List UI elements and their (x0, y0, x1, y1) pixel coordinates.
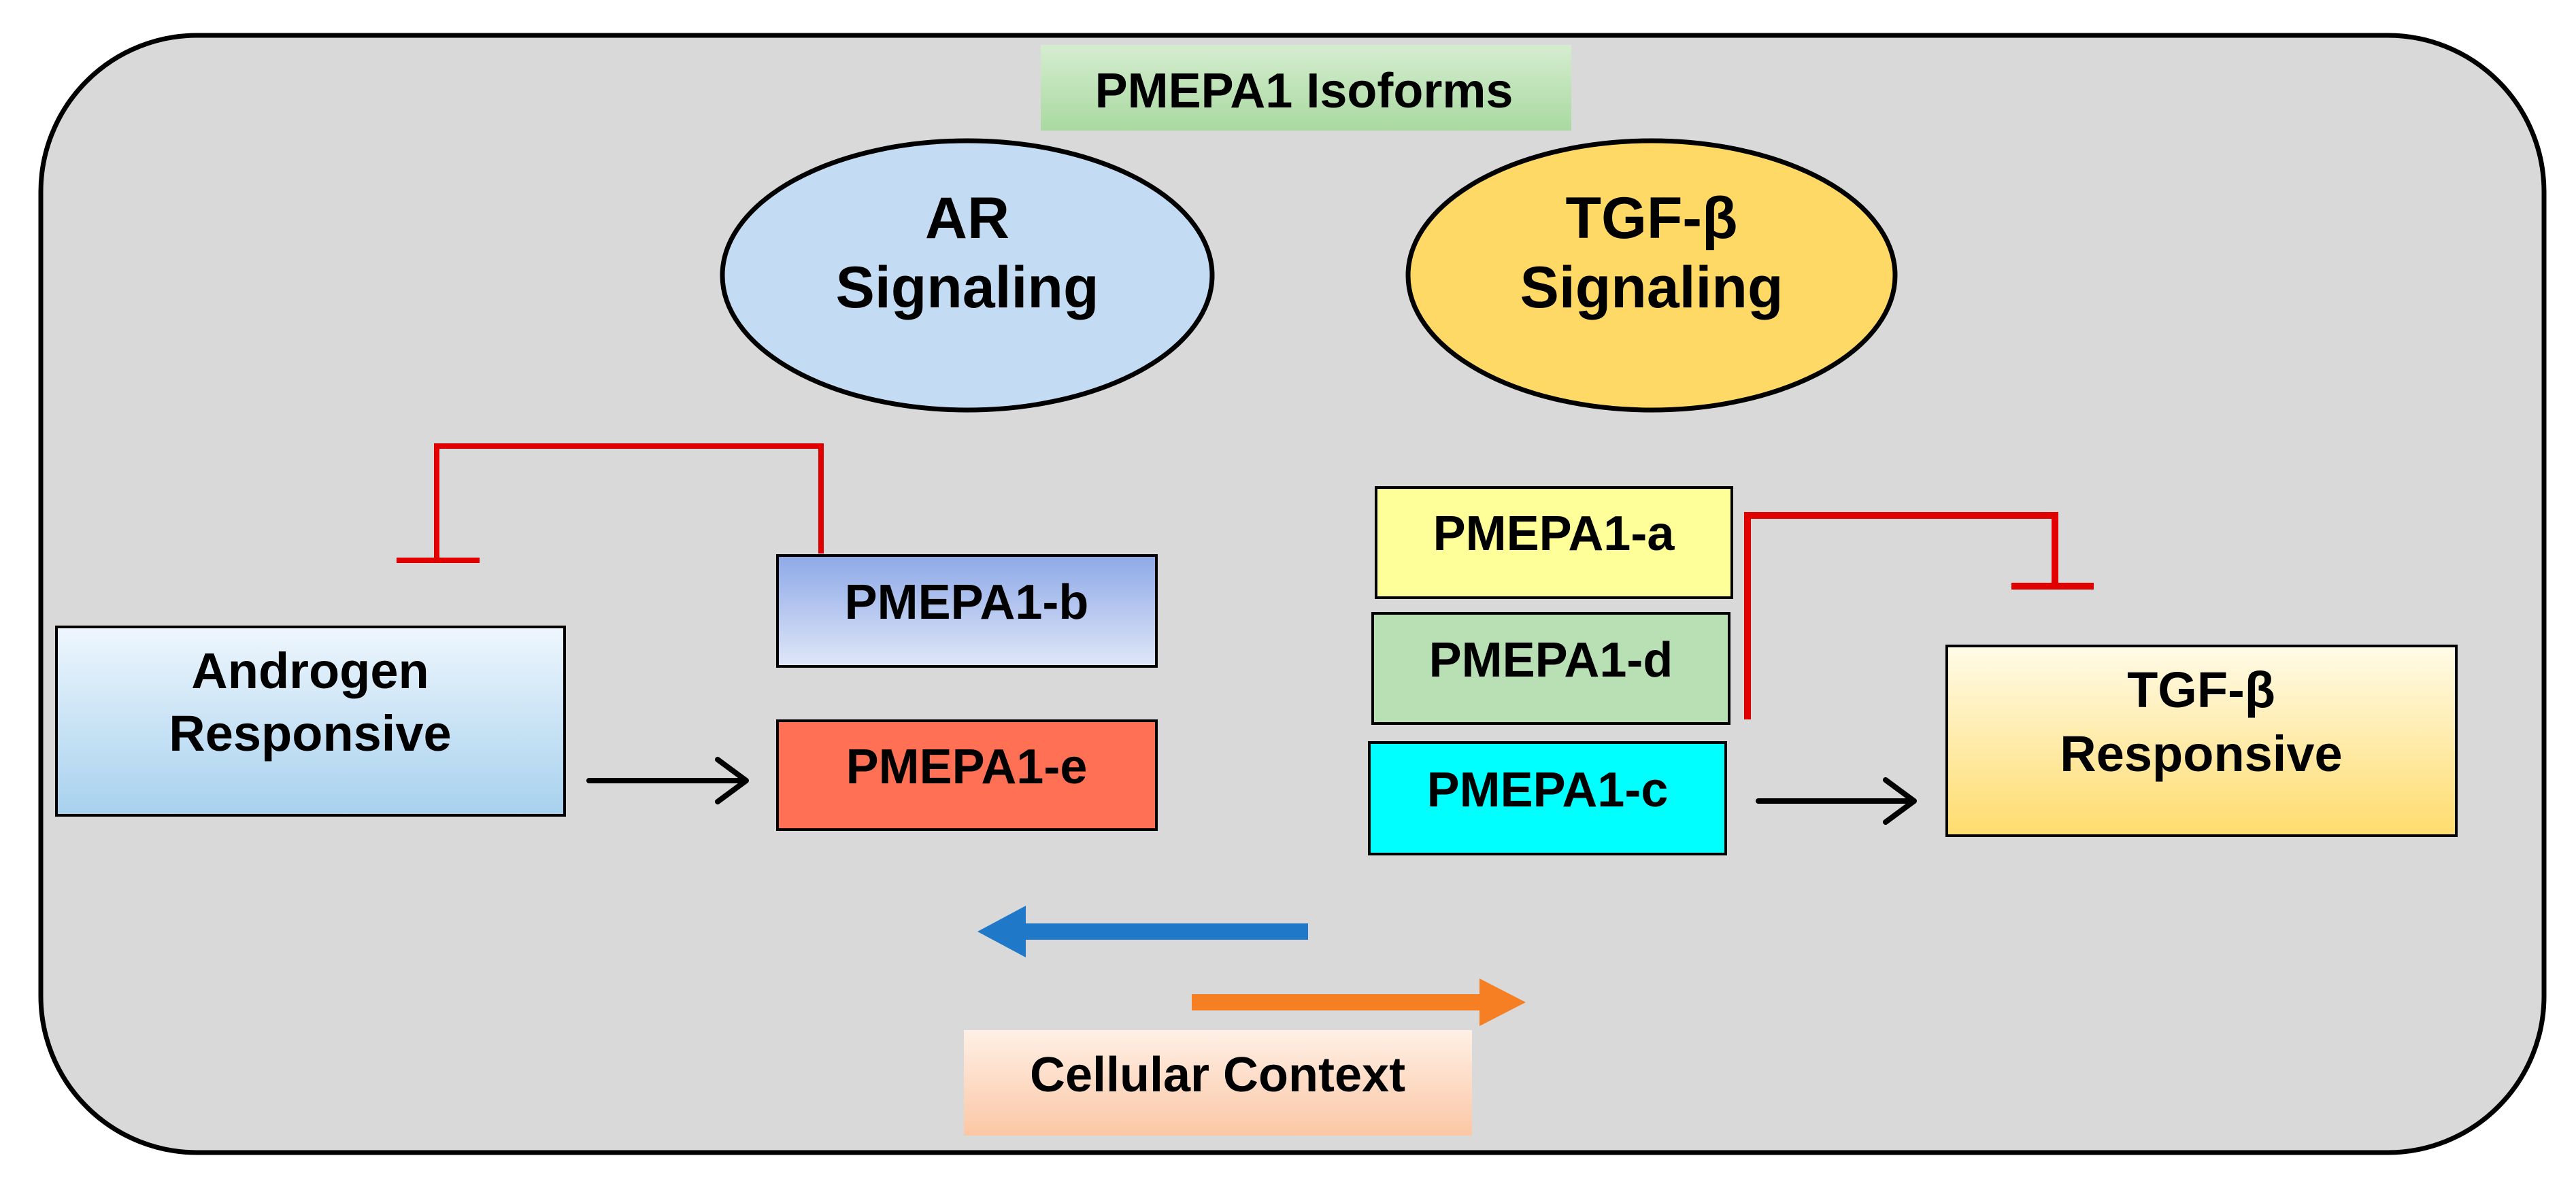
tgf-responsive-box: TGF-β Responsive (1945, 645, 2458, 837)
arrow-androgen-to-e (586, 757, 749, 804)
tgf-signaling-label-1: TGF-β (1565, 186, 1737, 251)
isoform-d-label: PMEPA1-d (1429, 633, 1673, 687)
inhibition-edge-left (397, 443, 824, 563)
isoform-d-box: PMEPA1-d (1371, 612, 1730, 725)
background-panel (38, 33, 2547, 1155)
isoform-e-box: PMEPA1-e (776, 719, 1158, 831)
context-arrow-right (1192, 978, 1526, 1026)
cellular-context-box: Cellular Context (964, 1030, 1472, 1136)
isoform-c-label: PMEPA1-c (1427, 763, 1669, 817)
isoform-c-box: PMEPA1-c (1368, 741, 1727, 855)
isoform-b-box: PMEPA1-b (776, 554, 1158, 668)
tgf-responsive-label-2: Responsive (2060, 726, 2342, 782)
tgf-signaling-label-2: Signaling (1520, 255, 1784, 320)
tgf-signaling-node: TGF-β Signaling (1405, 138, 1898, 413)
context-arrow-left (977, 906, 1308, 957)
androgen-responsive-label-2: Responsive (169, 705, 451, 762)
tgf-responsive-label-1: TGF-β (2127, 662, 2275, 718)
inhibition-edge-right (1744, 512, 2094, 719)
ar-signaling-label-2: Signaling (836, 255, 1099, 320)
title-box: PMEPA1 Isoforms (1041, 45, 1571, 131)
ar-signaling-label-1: AR (925, 186, 1009, 251)
isoform-b-label: PMEPA1-b (845, 575, 1089, 630)
diagram-title: PMEPA1 Isoforms (1095, 64, 1513, 118)
androgen-responsive-label-1: Androgen (191, 643, 429, 699)
androgen-responsive-box: Androgen Responsive (55, 626, 566, 817)
isoform-a-label: PMEPA1-a (1433, 507, 1675, 561)
isoform-e-label: PMEPA1-e (846, 740, 1088, 794)
cellular-context-label: Cellular Context (1030, 1048, 1405, 1102)
arrow-c-to-tgf-responsive (1756, 777, 1917, 825)
ar-signaling-node: AR Signaling (720, 138, 1215, 413)
isoform-a-box: PMEPA1-a (1375, 486, 1733, 599)
